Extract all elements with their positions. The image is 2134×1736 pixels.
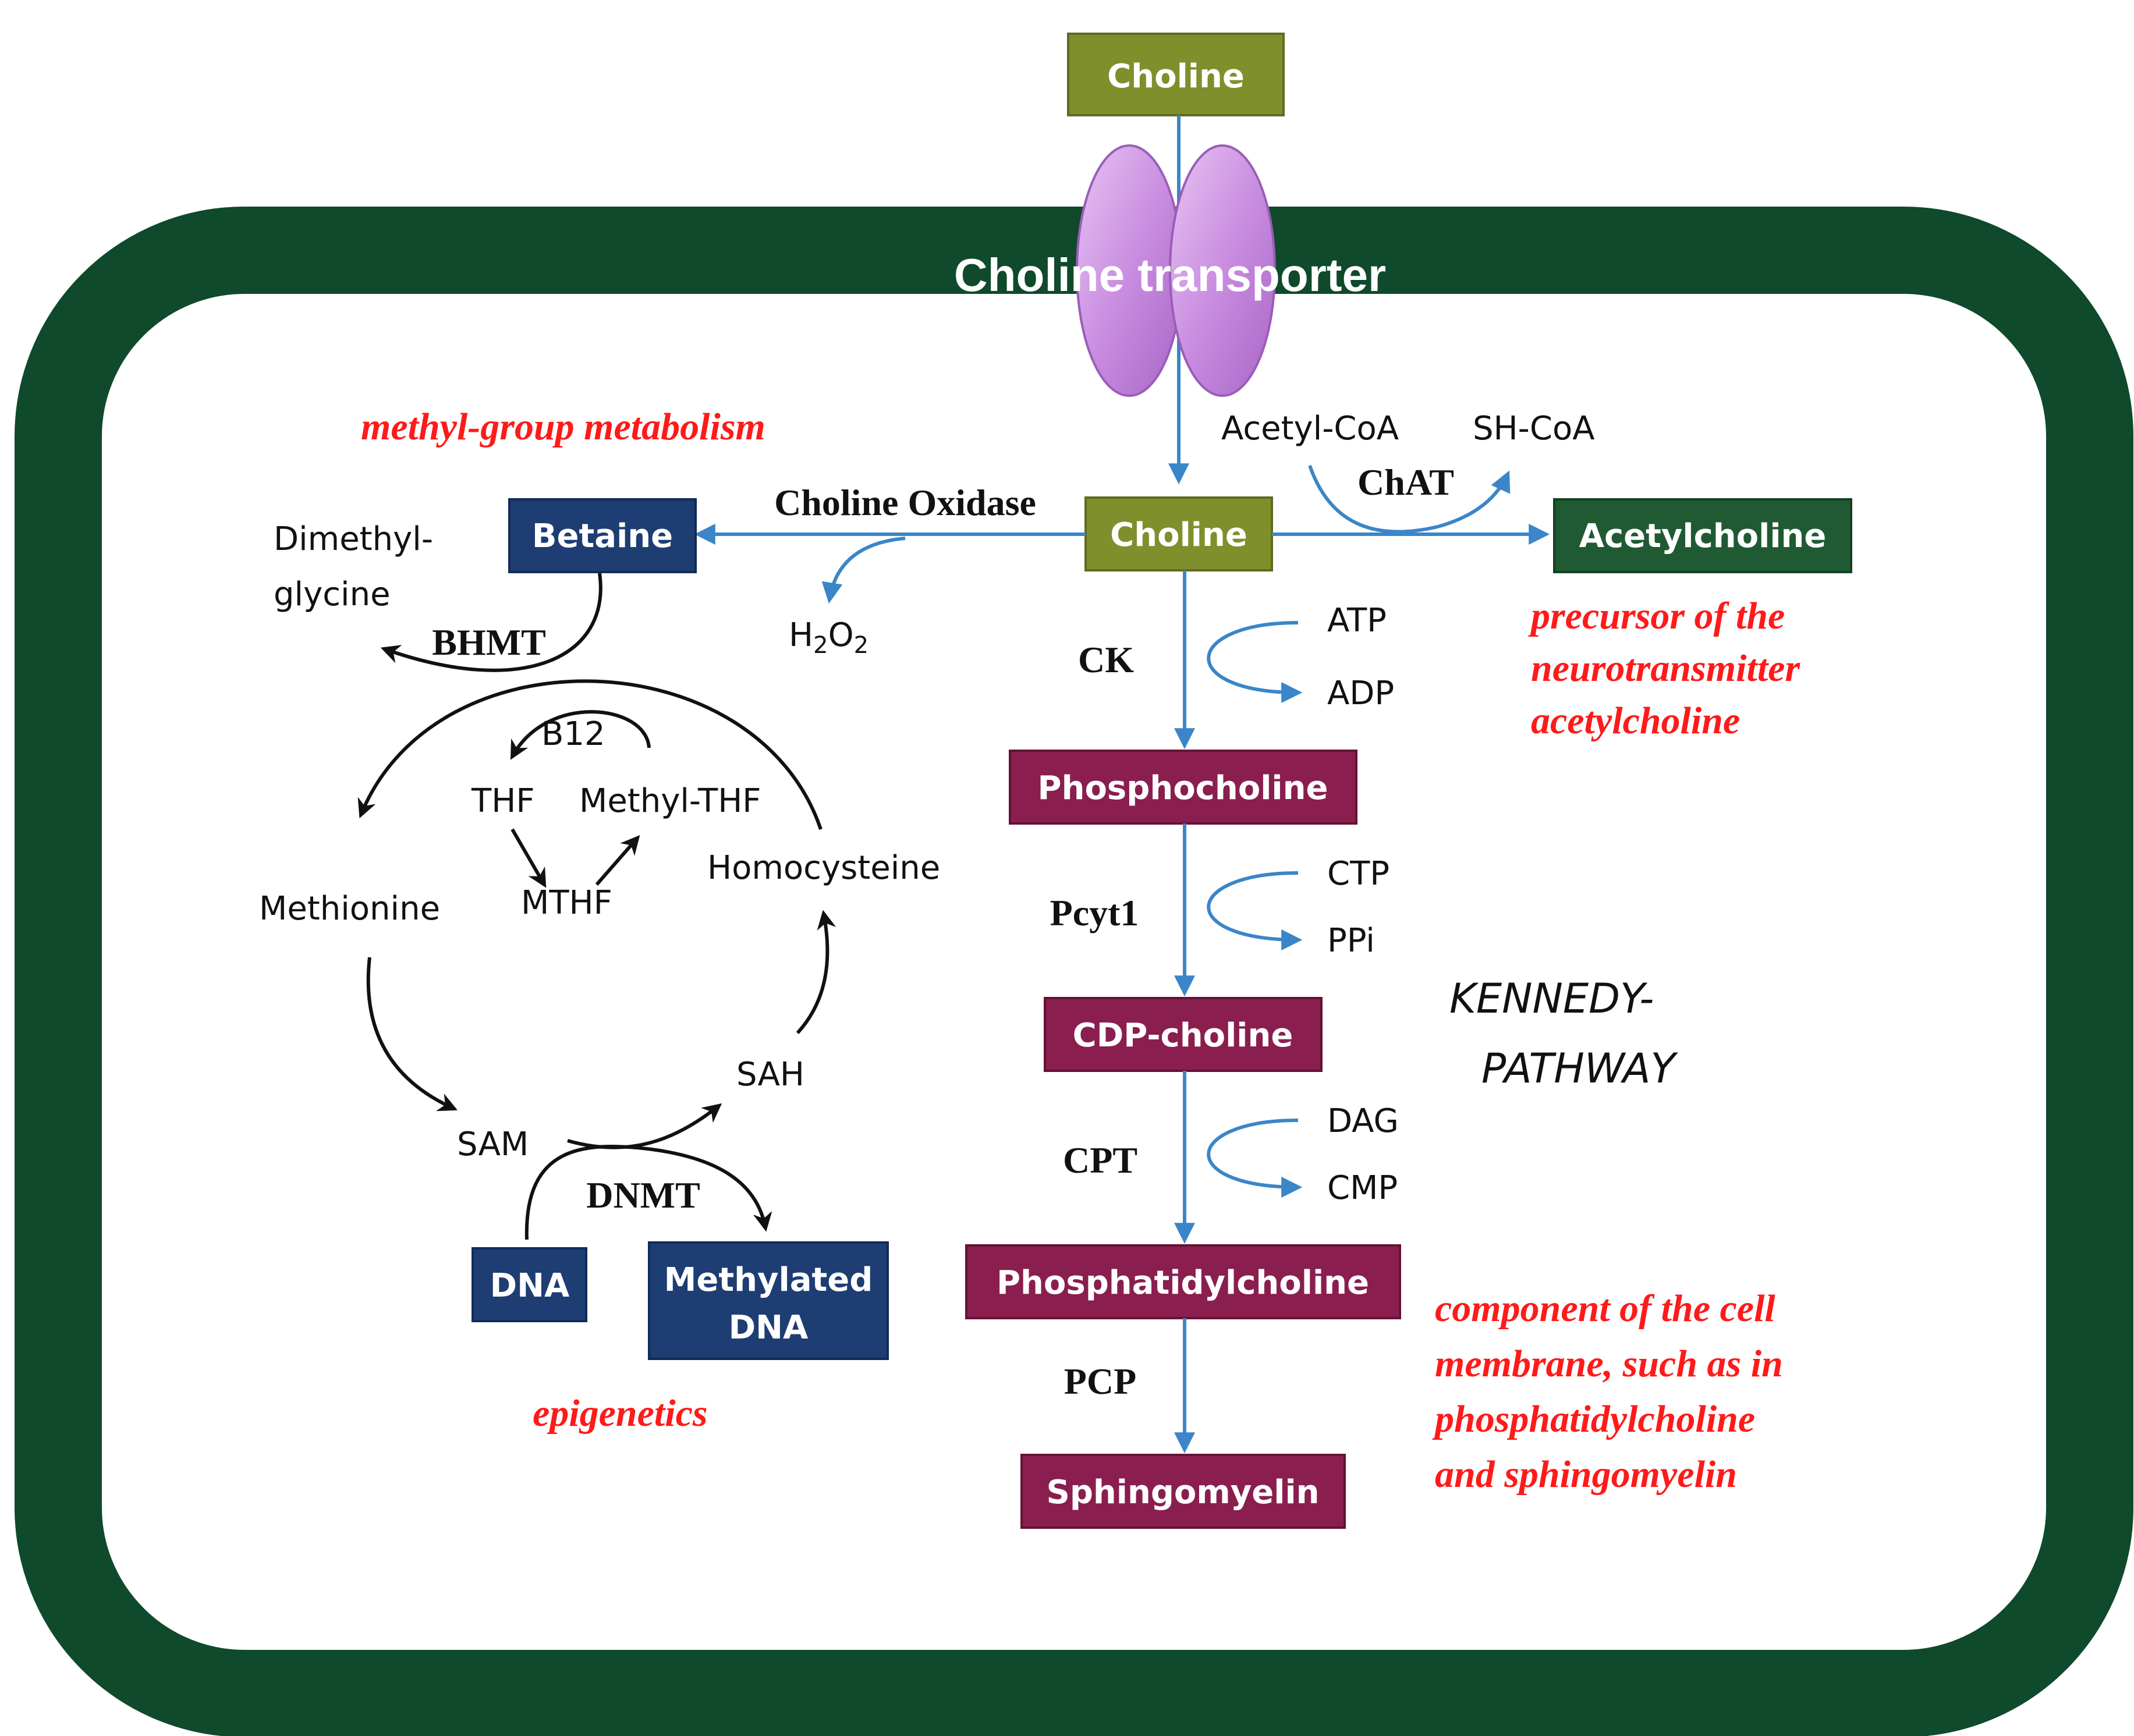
choline-outside-box: Choline [1067,33,1285,116]
methylated-dna-line2: DNA [729,1309,809,1347]
precursor-note-line1: precursor of the [1528,595,1785,637]
sh-coa-label: SH-CoA [1473,410,1595,448]
sphingomyelin-label: Sphingomyelin [1047,1474,1320,1511]
choline-outside-label: Choline [1107,58,1245,95]
arrow-dna-to-methylated-dna [524,1145,772,1240]
choline-transporter-label: Choline transporter [954,249,1386,301]
dag-label: DAG [1327,1102,1399,1140]
ck-label: CK [1078,639,1134,680]
cdp-choline-label: CDP-choline [1073,1017,1293,1055]
dna-box: DNA [472,1247,587,1322]
thf-label: THF [471,782,535,820]
arrow-betaine-to-dimethylglycine [380,573,602,672]
choline-oxidase-label: Choline Oxidase [774,482,1036,523]
dnmt-label: DNMT [586,1174,700,1216]
pcyt1-cofactor-arrow [1207,871,1303,950]
arrow-methionine-to-sam [366,957,458,1112]
kennedy-line1: KENNEDY- [1449,975,1654,1023]
atp-label: ATP [1327,602,1387,640]
mthf-label: MTHF [521,884,612,922]
arrow-to-h2o2 [821,537,906,604]
methionine-label: Methionine [259,890,440,928]
arrow-methyl-thf-to-thf [510,710,651,760]
phosphocholine-label: Phosphocholine [1038,769,1328,807]
betaine-box: Betaine [508,498,697,573]
ck-cofactor-arrow [1207,621,1303,703]
methylated-dna-line1: Methylated [664,1261,873,1299]
b12-label: B12 [541,715,605,753]
methylated-dna-box: Methylated DNA [648,1241,889,1360]
cell-membrane [15,207,2133,1736]
arrow-homocysteine-to-methionine [357,679,823,830]
membrane-note-line3: phosphatidylcholine [1432,1398,1755,1440]
kennedy-line2: PATHWAY [1481,1045,1679,1092]
epigenetics-label: epigenetics [533,1392,708,1435]
pcyt1-label: Pcyt1 [1050,892,1139,933]
cdp-choline-box: CDP-choline [1044,997,1323,1072]
sah-label: SAH [736,1056,804,1094]
chat-label: ChAT [1357,461,1454,503]
bhmt-label: BHMT [432,622,546,663]
arrow-sam-to-sah [567,1103,722,1149]
membrane-note-line2: membrane, such as in [1435,1343,1783,1385]
betaine-label: Betaine [532,517,673,555]
cpt-label: CPT [1063,1139,1137,1181]
arrow-mthf-to-methyl-thf [595,835,640,886]
phosphatidylcholine-box: Phosphatidylcholine [965,1244,1401,1319]
chat-cofactor-arrow [1308,465,1511,534]
cpt-cofactor-arrow [1207,1119,1303,1198]
ppi-label: PPi [1327,922,1375,960]
arrow-thf-to-mthf [511,828,547,888]
phosphatidylcholine-label: Phosphatidylcholine [997,1264,1369,1302]
acetyl-coa-label: Acetyl-CoA [1221,410,1399,448]
dimethylglycine-line2: glycine [274,576,391,613]
h2o2-label: H2O2 [789,616,869,659]
homocysteine-label: Homocysteine [707,849,940,887]
choline-transporter-protein [1076,144,1276,397]
choline-inside-label: Choline [1110,516,1247,554]
arrow-sah-to-homocysteine [796,910,836,1035]
pcp-label: PCP [1064,1361,1136,1402]
dimethylglycine-line1: Dimethyl- [274,520,433,558]
membrane-note-line1: component of the cell [1435,1287,1775,1330]
sphingomyelin-box: Sphingomyelin [1020,1454,1346,1529]
acetylcholine-label: Acetylcholine [1579,517,1827,555]
acetylcholine-box: Acetylcholine [1553,498,1852,573]
methyl-group-metabolism-label: methyl-group metabolism [361,406,765,448]
precursor-note-line3: acetylcholine [1531,700,1740,742]
cmp-label: CMP [1327,1169,1398,1207]
precursor-note-line2: neurotransmitter [1531,647,1800,690]
choline-inside-box: Choline [1084,496,1273,571]
phosphocholine-box: Phosphocholine [1009,750,1357,825]
methyl-thf-label: Methyl-THF [579,782,761,820]
sam-label: SAM [457,1126,529,1163]
membrane-note-line4: and sphingomyelin [1435,1453,1737,1496]
ctp-label: CTP [1327,855,1389,893]
dna-label: DNA [490,1267,570,1305]
adp-label: ADP [1327,674,1394,712]
